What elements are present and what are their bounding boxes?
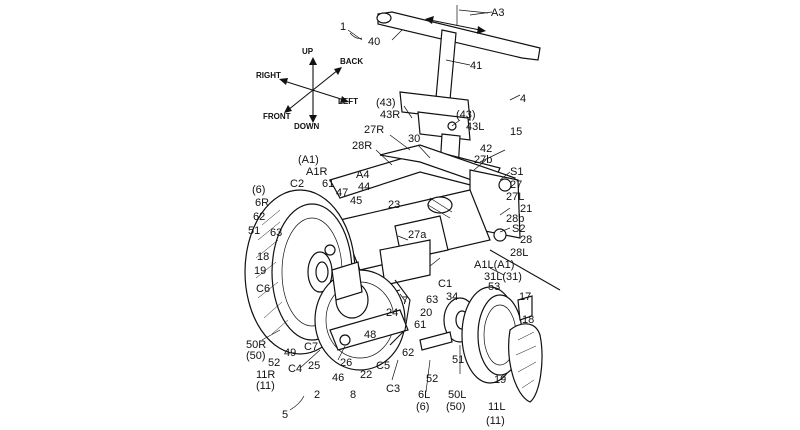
frame xyxy=(329,144,561,301)
label-40: 40 xyxy=(368,36,380,48)
label-c7: C7 xyxy=(304,341,318,353)
label-53: 53 xyxy=(488,281,500,293)
label-7: 7 xyxy=(402,295,408,307)
label-23: 23 xyxy=(388,199,400,211)
label-43r: 43R xyxy=(380,109,400,121)
label-18-a: 18 xyxy=(257,251,269,263)
label-a4: A4 xyxy=(356,169,369,181)
dir-up: UP xyxy=(302,47,314,56)
label-2: 2 xyxy=(314,389,320,401)
handlebar xyxy=(376,5,541,101)
label-18-b: 18 xyxy=(522,314,534,326)
label-61-b: 61 xyxy=(414,319,426,331)
label-51-a: 51 xyxy=(248,225,260,237)
label-6l: 6L xyxy=(418,389,430,401)
label-c2: C2 xyxy=(290,178,304,190)
label-27: 27 xyxy=(510,179,522,191)
label-42: 42 xyxy=(480,143,492,155)
label-a1-a: (A1) xyxy=(298,154,319,166)
label-c6: C6 xyxy=(256,283,270,295)
label-46: 46 xyxy=(332,372,344,384)
label-s1: S1 xyxy=(510,166,523,178)
label-47: 47 xyxy=(336,187,348,199)
label-6-a: (6) xyxy=(252,184,265,196)
label-28l: 28L xyxy=(510,247,528,259)
label-11l: 11L xyxy=(488,401,506,413)
exploded-left-wheel xyxy=(419,286,543,403)
label-c1: C1 xyxy=(438,278,452,290)
label-19-a: 19 xyxy=(254,265,266,277)
label-8: 8 xyxy=(350,389,356,401)
label-1: 1 xyxy=(340,21,346,33)
label-24: 24 xyxy=(386,307,398,319)
label-a3: A3 xyxy=(491,7,504,19)
label-44: 44 xyxy=(358,181,370,193)
label-27b: 27b xyxy=(474,154,492,166)
label-27r: 27R xyxy=(364,124,384,136)
label-43-b: (43) xyxy=(456,109,476,121)
label-28r: 28R xyxy=(352,140,372,152)
label-51-b: 51 xyxy=(452,354,464,366)
label-11-a: (11) xyxy=(256,380,275,392)
label-s2: S2 xyxy=(512,223,525,235)
label-22: 22 xyxy=(360,369,372,381)
label-20: 20 xyxy=(420,307,432,319)
label-a1r: A1R xyxy=(306,166,327,178)
label-52-a: 52 xyxy=(268,357,280,369)
leader-lines xyxy=(261,11,521,393)
label-6r: 6R xyxy=(255,197,269,209)
label-11-b: (11) xyxy=(486,415,505,427)
dir-back: BACK xyxy=(340,57,363,66)
label-41: 41 xyxy=(470,60,482,72)
label-50-b: (50) xyxy=(446,401,466,413)
leader-arrow-5 xyxy=(289,395,305,411)
dir-left: LEFT xyxy=(338,97,358,106)
dir-right: RIGHT xyxy=(256,71,281,80)
label-21: 21 xyxy=(520,203,532,215)
label-61-a: 61 xyxy=(322,178,334,190)
label-34: 34 xyxy=(446,291,458,303)
label-15: 15 xyxy=(510,126,522,138)
label-45: 45 xyxy=(350,195,362,207)
label-63-a: 63 xyxy=(270,227,282,239)
label-17: 17 xyxy=(519,291,531,303)
label-5: 5 xyxy=(282,409,288,421)
label-28: 28 xyxy=(520,234,532,246)
label-50l: 50L xyxy=(448,389,466,401)
label-19-b: 19 xyxy=(494,374,506,386)
reference-labels: A3 1 40 41 4 (43) 43R (43) 43L 30 27R 15… xyxy=(246,7,534,427)
dir-front: FRONT xyxy=(263,112,291,121)
label-28b: 28b xyxy=(506,213,524,225)
label-50-a: (50) xyxy=(246,350,266,362)
label-6-b: (6) xyxy=(416,401,429,413)
label-26: 26 xyxy=(340,357,352,369)
label-52-b: 52 xyxy=(426,373,438,385)
label-30: 30 xyxy=(408,133,420,145)
dir-down: DOWN xyxy=(294,122,320,131)
label-49: 49 xyxy=(284,347,296,359)
label-25: 25 xyxy=(308,360,320,372)
label-48: 48 xyxy=(364,329,376,341)
label-4: 4 xyxy=(520,93,526,105)
label-43l: 43L xyxy=(466,121,484,133)
label-62-b: 62 xyxy=(402,347,414,359)
label-a1l: A1L(A1) xyxy=(474,259,514,271)
leader-arrow-1 xyxy=(349,32,363,39)
label-50r: 50R xyxy=(246,339,266,351)
direction-compass: UP BACK RIGHT LEFT FRONT DOWN xyxy=(256,47,363,131)
drive-unit xyxy=(314,244,411,371)
label-31l: 31L(31) xyxy=(484,271,522,283)
label-11r: 11R xyxy=(256,369,275,381)
label-c5: C5 xyxy=(376,360,390,372)
label-c4: C4 xyxy=(288,363,302,375)
label-27a: 27a xyxy=(408,229,427,241)
label-63-b: 63 xyxy=(426,294,438,306)
label-c3: C3 xyxy=(386,383,400,395)
label-43-a: (43) xyxy=(376,97,396,109)
label-27l: 27L xyxy=(506,191,524,203)
label-62-a: 62 xyxy=(253,211,265,223)
